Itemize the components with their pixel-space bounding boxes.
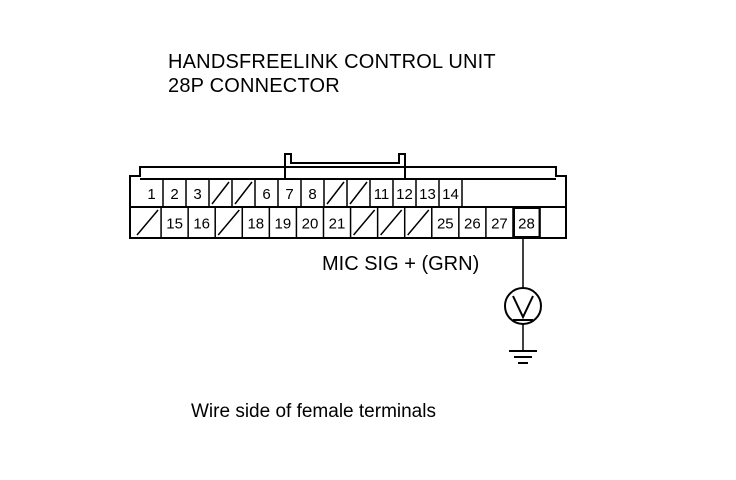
terminal-number: 1 [147, 186, 155, 203]
unused-terminal [234, 181, 253, 205]
unused-terminal [211, 181, 230, 205]
terminal-number: 16 [193, 216, 210, 233]
unused-terminal [380, 209, 403, 236]
terminal-number: 13 [419, 186, 436, 203]
terminal-number: 27 [491, 216, 508, 233]
connector-title-line1: HANDSFREELINK CONTROL UNIT [168, 51, 496, 73]
terminal-number: 19 [275, 216, 292, 233]
unused-terminal [136, 209, 159, 236]
terminal-number: 7 [285, 186, 293, 203]
unused-terminal [407, 209, 430, 236]
connector-title-line2: 28P CONNECTOR [168, 75, 340, 97]
unused-terminal [217, 209, 240, 236]
wire-label: MIC SIG + (GRN) [322, 253, 479, 275]
terminal-number: 6 [262, 186, 270, 203]
terminal-number: 14 [442, 186, 459, 203]
terminal-number: 18 [247, 216, 264, 233]
terminal-number: 3 [193, 186, 201, 203]
voltmeter-v-icon [512, 295, 534, 320]
terminal-number: 2 [170, 186, 178, 203]
terminal-number: 12 [396, 186, 413, 203]
terminal-number: 8 [308, 186, 316, 203]
terminal-number: 26 [464, 216, 481, 233]
diagram-caption: Wire side of female terminals [191, 401, 436, 422]
terminal-number: 25 [437, 216, 454, 233]
unused-terminal [352, 209, 376, 236]
connector-housing [129, 166, 567, 239]
unused-terminal [326, 181, 345, 205]
highlighted-terminal [512, 207, 541, 238]
terminal-number: 11 [374, 186, 390, 203]
terminal-number: 28 [518, 216, 535, 233]
terminal-number: 20 [302, 216, 319, 233]
unused-terminal [349, 181, 368, 205]
terminal-number: 21 [329, 216, 346, 233]
connector-lock-tab [284, 153, 406, 178]
terminal-number: 15 [166, 216, 183, 233]
